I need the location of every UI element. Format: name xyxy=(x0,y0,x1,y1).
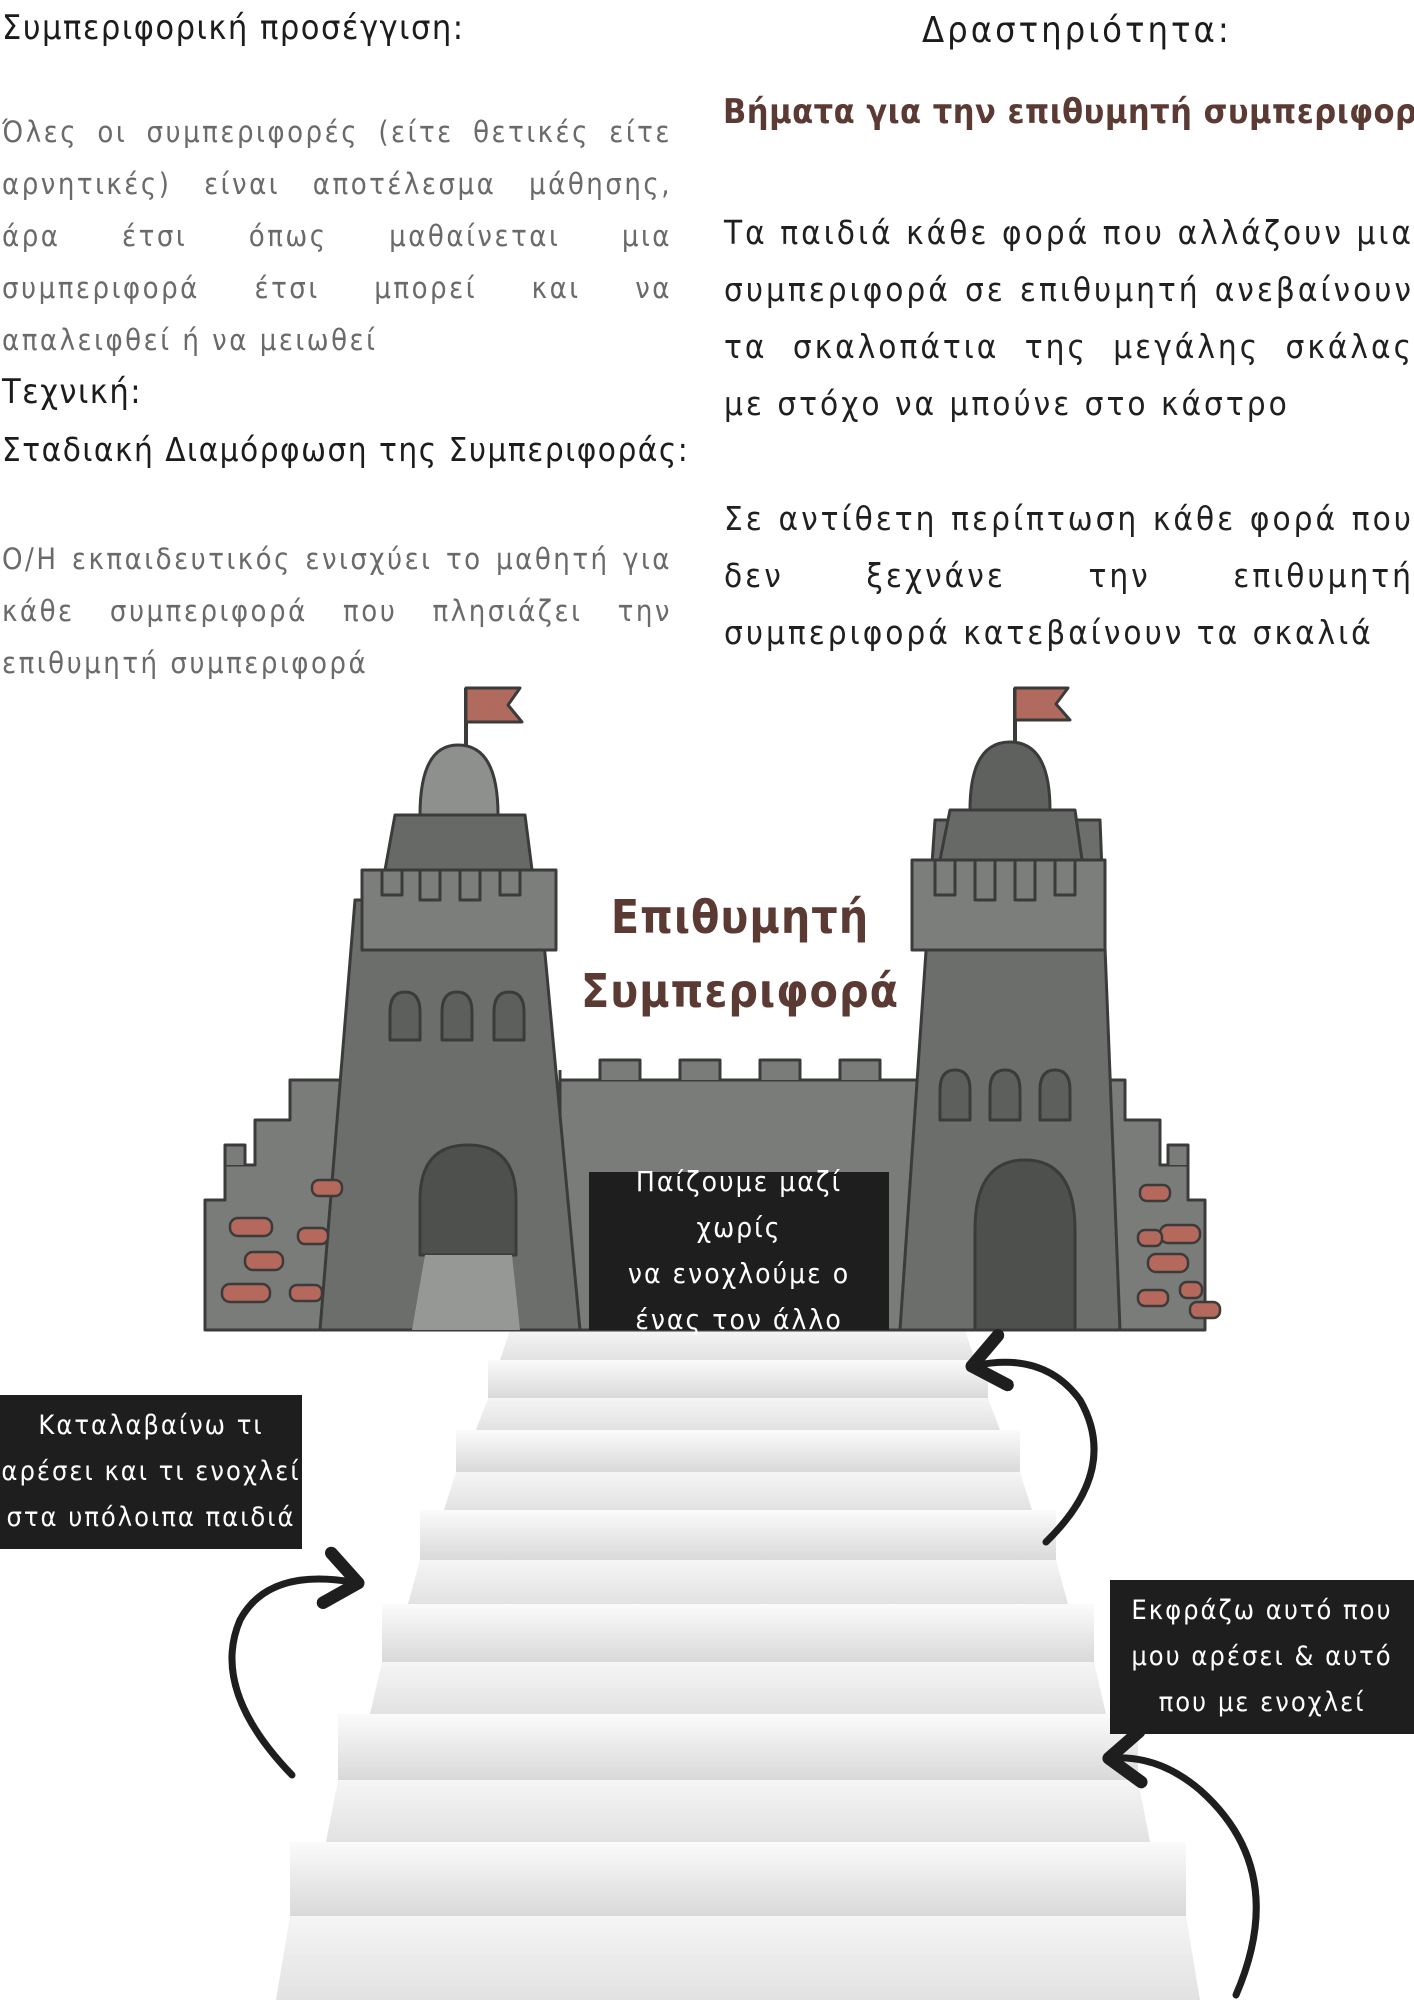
step-3-line-2: να ενοχλούμε ο xyxy=(627,1257,851,1290)
flag-icon xyxy=(1013,686,1072,742)
technique-text: Ο/Η εκπαιδευτικός ενισχύει το μαθητή για… xyxy=(2,542,672,680)
castle xyxy=(203,686,1222,1332)
flag-icon xyxy=(464,686,524,745)
activity-subheading: Βήματα για την επιθυμητή συμπεριφορά xyxy=(723,92,1414,132)
step-1-line-2: μου αρέσει & αυτό xyxy=(1131,1641,1393,1672)
step-1-line-3: που με ενοχλεί xyxy=(1158,1687,1366,1718)
technique-name: Σταδιακή Διαμόρφωση της Συμπεριφοράς: xyxy=(2,430,690,469)
activity-heading: Δραστηριότητα: xyxy=(922,10,1232,51)
approach-heading: Συμπεριφορική προσέγγιση: xyxy=(2,8,465,48)
castle-title: Επιθυμητή Συμπεριφορά xyxy=(540,880,940,1028)
castle-title-line1: Επιθυμητή xyxy=(610,890,870,944)
approach-text: Όλες οι συμπεριφορές (είτε θετικές είτε … xyxy=(2,115,672,357)
step-box-3: Παίζουμε μαζί χωρίς να ενοχλούμε ο ένας … xyxy=(589,1165,889,1336)
step-1-line-1: Εκφράζω αυτό που xyxy=(1131,1595,1393,1626)
staircase xyxy=(276,1330,1200,2000)
activity-paragraph-2: Σε αντίθετη περίπτωση κάθε φορά που δεν … xyxy=(724,499,1414,652)
step-box-2: Καταλαβαίνω τι αρέσει και τι ενοχλεί στα… xyxy=(0,1395,302,1549)
technique-heading: Τεχνική: xyxy=(2,372,143,412)
arrow-icon xyxy=(228,1329,1260,1999)
step-2-line-1: Καταλαβαίνω τι xyxy=(38,1410,264,1441)
step-2-line-3: στα υπόλοιπα παιδιά xyxy=(6,1502,296,1533)
step-3-line-1: Παίζουμε μαζί χωρίς xyxy=(635,1165,843,1244)
castle-title-line2: Συμπεριφορά xyxy=(580,964,900,1018)
activity-paragraph-1: Τα παιδιά κάθε φορά που αλλάζουν μια συμ… xyxy=(724,213,1414,423)
step-2-line-2: αρέσει και τι ενοχλεί xyxy=(1,1456,301,1487)
step-box-1: Εκφράζω αυτό που μου αρέσει & αυτό που μ… xyxy=(1110,1580,1414,1734)
step-3-line-3: ένας τον άλλο xyxy=(635,1303,843,1336)
